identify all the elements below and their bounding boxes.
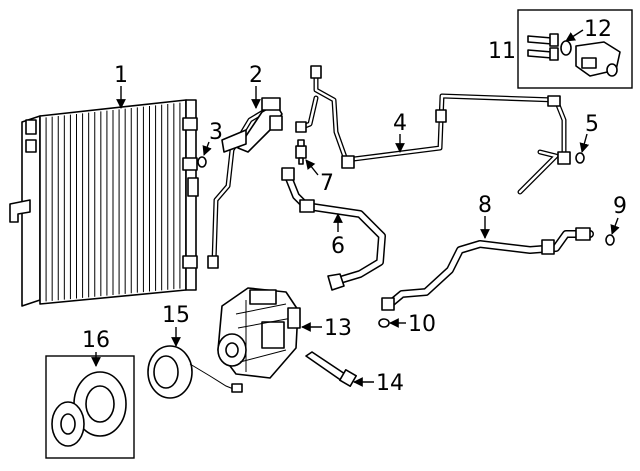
- hose-part-8: [381, 227, 594, 311]
- callout-9: 9: [613, 194, 627, 219]
- callout-13: 13: [324, 316, 352, 341]
- callout-4: 4: [393, 111, 407, 136]
- callout-labels: 1 2 3 4 5 6 7 8 9 10 11 12 13 14 15 16: [82, 17, 627, 396]
- bolt-part-14: [305, 351, 357, 387]
- callout-14: 14: [376, 371, 404, 396]
- o-ring-part-5: [575, 152, 585, 164]
- callout-8: 8: [478, 193, 492, 218]
- callout-10: 10: [408, 312, 436, 337]
- clutch-coil-part: [147, 345, 243, 399]
- compressor-part: [217, 287, 301, 379]
- callout-5: 5: [585, 112, 599, 137]
- liquid-line-part: [207, 97, 283, 269]
- o-ring-part-3: [197, 156, 207, 168]
- condenser-part: [9, 99, 199, 307]
- callout-7: 7: [320, 171, 334, 196]
- bolt-bracket-kit-part: [517, 9, 633, 89]
- pressure-switch-part: [295, 139, 307, 165]
- callout-12: 12: [584, 17, 612, 42]
- clutch-plate-part: [45, 355, 135, 459]
- o-ring-part-9: [605, 234, 615, 246]
- callout-6: 6: [331, 234, 345, 259]
- callout-2: 2: [249, 63, 263, 88]
- o-ring-part-10: [378, 318, 390, 328]
- callout-1: 1: [114, 63, 128, 88]
- callout-3: 3: [209, 120, 223, 145]
- callout-11: 11: [488, 39, 516, 64]
- callout-16: 16: [82, 328, 110, 353]
- suction-line-part: [295, 65, 571, 195]
- callout-15: 15: [162, 303, 190, 328]
- leader-lines: [91, 29, 620, 387]
- discharge-hose-part: [281, 167, 386, 291]
